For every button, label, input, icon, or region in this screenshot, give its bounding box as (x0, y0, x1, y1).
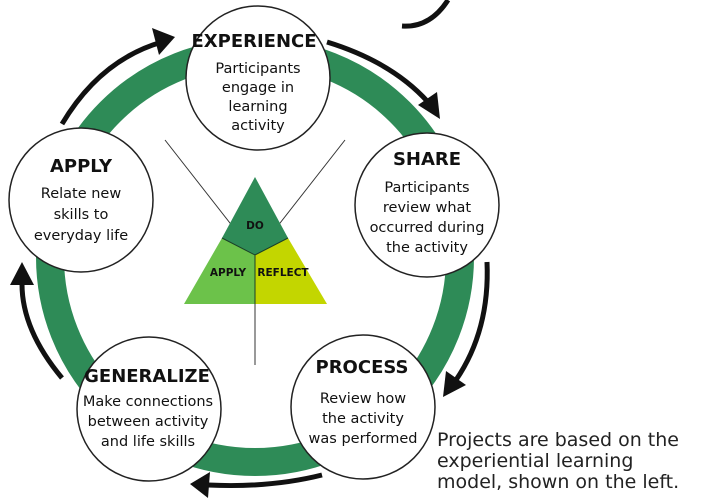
stage-process-line: Review how (320, 391, 406, 407)
caption-line: model, shown on the left. (437, 471, 680, 493)
stage-experience-line: Participants (215, 61, 300, 77)
stage-apply-line: everyday life (34, 228, 128, 244)
stage-share-line: the activity (386, 240, 468, 256)
triangle-reflect (255, 238, 327, 304)
caption-line: Projects are based on the (437, 429, 679, 451)
stage-generalize: GENERALIZE Make connections between acti… (76, 336, 222, 482)
arrowhead (10, 262, 34, 285)
stage-generalize-line: Make connections (83, 394, 213, 410)
stage-share: SHARE Participants review what occurred … (354, 132, 500, 278)
arrow-apply-to-experience (59, 39, 163, 126)
triangle-apply (184, 238, 255, 304)
triangle-do (222, 177, 288, 255)
triangle-reflect-label: REFLECT (257, 267, 309, 279)
arrow-process-to-generalize (207, 472, 323, 489)
stage-apply-title: APPLY (50, 156, 113, 177)
arrowhead (443, 371, 466, 397)
decorative-swash (401, 0, 451, 29)
arrow-experience-to-share (326, 39, 430, 104)
stage-share-line: review what (383, 200, 471, 216)
stage-experience-title: EXPERIENCE (191, 31, 316, 52)
stage-process-line: was performed (309, 431, 418, 447)
stage-apply: APPLY Relate new skills to everyday life (8, 127, 154, 273)
stage-experience: EXPERIENCE Participants engage in learni… (185, 5, 331, 151)
stage-apply-line: skills to (54, 207, 109, 223)
stage-generalize-title: GENERALIZE (84, 366, 210, 387)
stage-process: PROCESS Review how the activity was perf… (290, 334, 436, 480)
arrow-share-to-process (453, 261, 490, 382)
stage-process-title: PROCESS (316, 357, 409, 378)
stage-share-line: Participants (384, 180, 469, 196)
arrowhead (190, 472, 210, 498)
stage-apply-line: Relate new (41, 186, 122, 202)
stage-share-title: SHARE (393, 149, 461, 170)
stage-generalize-line: between activity (88, 414, 209, 430)
arrowhead (418, 92, 440, 119)
stage-process-line: the activity (322, 411, 404, 427)
arrow-generalize-to-apply (19, 283, 64, 380)
stage-experience-line: engage in (222, 80, 294, 96)
triangle-do-label: DO (246, 220, 264, 232)
caption: Projects are based on the experiential l… (437, 430, 699, 493)
stage-share-line: occurred during (370, 220, 485, 236)
caption-line: experiential learning (437, 450, 634, 472)
stage-experience-line: activity (231, 118, 285, 134)
triangle-apply-label: APPLY (210, 267, 247, 279)
stage-experience-line: learning (228, 99, 287, 115)
arrowhead (152, 28, 175, 55)
stage-generalize-line: and life skills (101, 434, 195, 450)
